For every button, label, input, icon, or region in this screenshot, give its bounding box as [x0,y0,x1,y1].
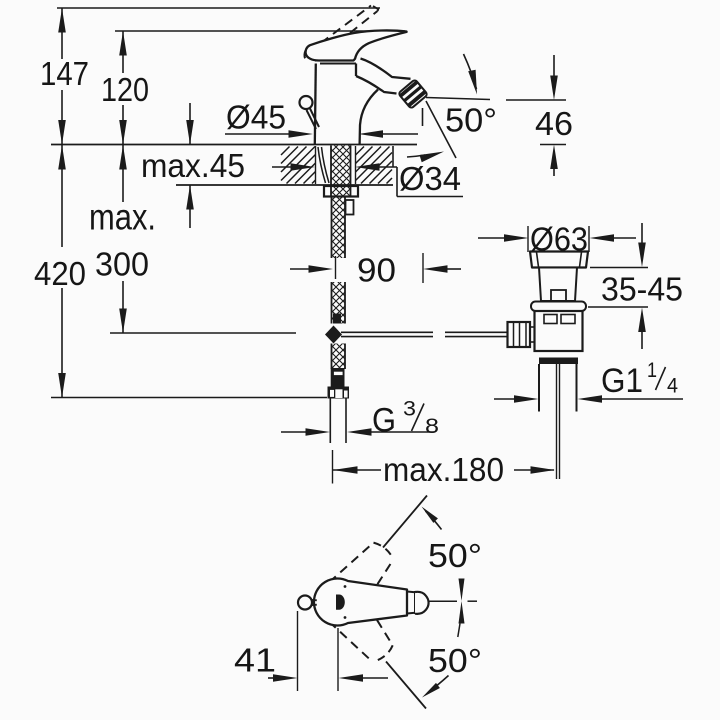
svg-text:Ø34: Ø34 [399,160,461,197]
svg-text:8: 8 [425,415,439,438]
svg-text:max.180: max.180 [383,451,504,488]
svg-text:3: 3 [403,398,416,421]
svg-text:120: 120 [101,71,149,108]
svg-text:90: 90 [357,252,396,289]
svg-text:300: 300 [95,246,149,283]
svg-text:G: G [372,402,396,440]
svg-text:1: 1 [647,359,657,382]
svg-text:420: 420 [34,255,86,292]
svg-text:35-45: 35-45 [601,271,683,308]
svg-text:max.: max. [89,197,156,238]
svg-text:147: 147 [40,55,89,92]
svg-text:46: 46 [535,105,573,142]
svg-text:G1: G1 [601,362,643,400]
svg-text:50°: 50° [428,537,482,574]
svg-text:50°: 50° [428,642,482,679]
svg-text:4: 4 [667,375,678,398]
svg-text:50°: 50° [445,102,497,139]
svg-text:41: 41 [234,642,276,679]
svg-text:max.45: max.45 [141,147,245,184]
svg-text:Ø45: Ø45 [226,99,286,136]
